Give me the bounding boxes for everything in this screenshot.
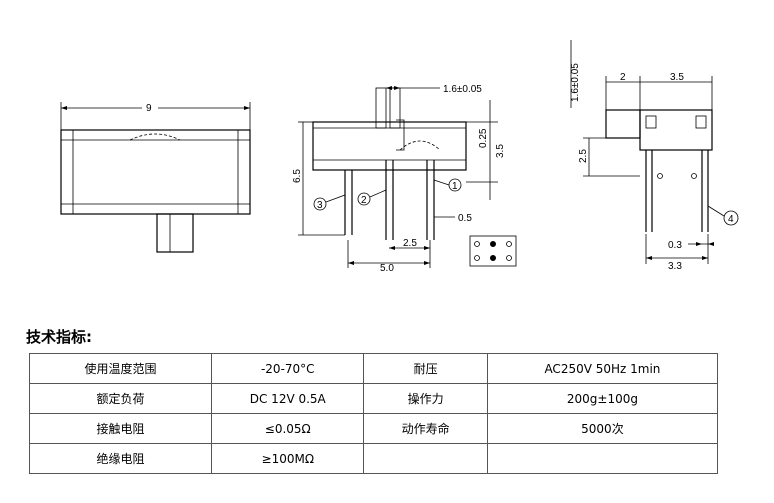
front-view: 9 (60, 100, 251, 253)
table-row: 绝缘电阻 ≥100MΩ (28, 443, 719, 474)
terminal-1: 1 (452, 181, 458, 192)
right-view: 1.6±0.05 2 3.5 2.5 4 0.3 3.3 (570, 40, 739, 272)
side-spacing-label: 2.5 (403, 238, 417, 249)
front-width-label: 9 (146, 103, 152, 114)
terminal-3: 3 (317, 200, 323, 211)
side-pin-label: 0.5 (458, 213, 472, 224)
terminal-2: 2 (361, 195, 367, 206)
spec-label (363, 443, 488, 474)
technical-drawing: 9 1.6±0.05 6.5 (60, 40, 739, 274)
right-total-label: 3.3 (668, 261, 682, 272)
spec-label: 接触电阻 (28, 413, 213, 444)
table-row: 接触电阻 ≤0.05Ω 动作寿命 5000次 (28, 413, 719, 444)
spec-label: 动作寿命 (363, 413, 488, 444)
spec-label: 耐压 (363, 353, 488, 384)
right-top-left-label: 2 (620, 72, 626, 83)
spec-title: 技术指标: (26, 328, 92, 346)
spec-value: ≥100MΩ (211, 443, 365, 474)
side-offset-label: 0.25 (478, 128, 489, 148)
side-view: 1.6±0.05 6.5 0.25 3.5 0.5 2.5 5.0 3 2 (292, 84, 517, 274)
spec-value: AC250V 50Hz 1min (486, 353, 719, 384)
spec-label: 操作力 (363, 383, 488, 414)
spec-value: ≤0.05Ω (211, 413, 365, 444)
spec-table: 使用温度范围 -20-70°C 耐压 AC250V 50Hz 1min 额定负荷… (28, 353, 719, 474)
spec-value: DC 12V 0.5A (211, 383, 365, 414)
spec-value (486, 443, 719, 474)
spec-value: 200g±100g (486, 383, 719, 414)
side-body-label: 3.5 (495, 144, 506, 158)
table-row: 额定负荷 DC 12V 0.5A 操作力 200g±100g (28, 383, 719, 414)
side-total-label: 5.0 (380, 263, 394, 274)
right-vertical-label: 1.6±0.05 (570, 63, 581, 102)
terminal-4: 4 (728, 214, 734, 225)
spec-label: 绝缘电阻 (28, 443, 213, 474)
spec-value: 5000次 (486, 413, 719, 444)
table-row: 使用温度范围 -20-70°C 耐压 AC250V 50Hz 1min (28, 353, 719, 384)
right-top-right-label: 3.5 (670, 72, 684, 83)
spec-label: 使用温度范围 (28, 353, 213, 384)
spec-label: 额定负荷 (28, 383, 213, 414)
right-height-label: 2.5 (578, 149, 589, 163)
side-height-label: 6.5 (292, 169, 303, 183)
right-pin-label: 0.3 (668, 240, 682, 251)
side-pitch-label: 1.6±0.05 (443, 84, 482, 95)
spec-value: -20-70°C (211, 353, 365, 384)
